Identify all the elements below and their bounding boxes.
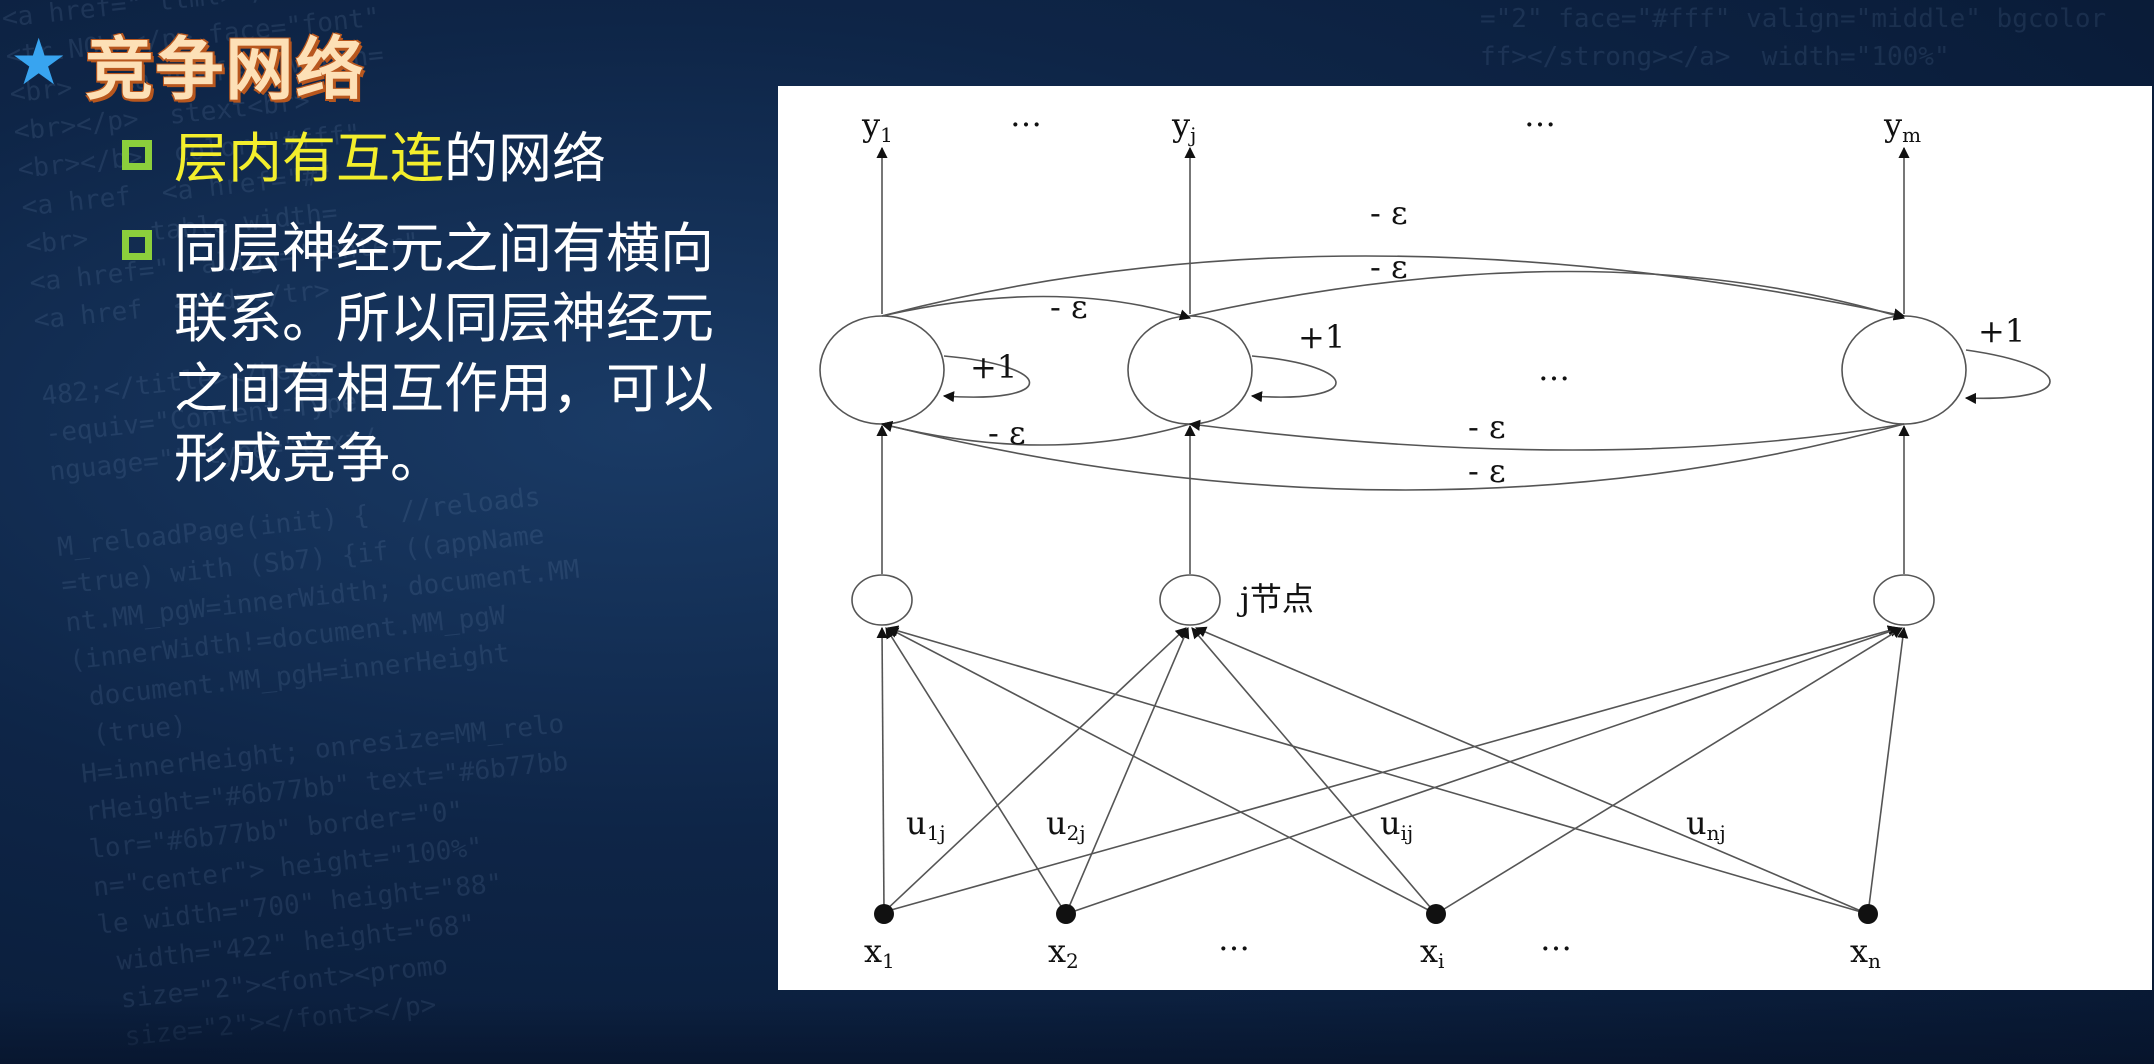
bullet-item-2: 同层神经元之间有横向联系。所以同层神经元之间有相互作用，可以形成竞争。 [122, 214, 762, 494]
competition-neuron-j [1127, 315, 1253, 425]
competitive-network-diagram: y1 yj ym … … +1 +1 +1 - ε - ε - ε - ε - … [778, 86, 2152, 990]
input-label-1: x1 [864, 932, 895, 973]
bullet-highlight: 层内有互连 [174, 127, 444, 190]
lateral-label-2: - ε [1370, 248, 1408, 286]
lateral-label-1: - ε [1050, 288, 1088, 326]
lateral-label-4: - ε [988, 414, 1026, 452]
competition-neuron-1 [819, 315, 945, 425]
input-sum-node-1 [851, 574, 913, 626]
lateral-j-to-m [1189, 270, 1906, 321]
input-label-i: xi [1420, 932, 1444, 973]
lateral-m-to-1 [880, 420, 1905, 491]
self-loop-label-1: +1 [970, 348, 1017, 386]
star-icon: ★ [10, 26, 68, 100]
bullet-rest: 的网络 [444, 127, 606, 190]
input-sum-node-j [1159, 574, 1221, 626]
lateral-1-to-j [881, 295, 1192, 321]
bullet-box-icon [122, 230, 152, 260]
output-label-j: yj [1171, 106, 1196, 147]
lateral-1-to-m [881, 255, 1906, 320]
lateral-m-to-j [1188, 419, 1905, 451]
input-ellipsis-2: … [1540, 920, 1572, 958]
self-loop-1 [942, 355, 1031, 403]
slide-title: 竞争网络 [85, 30, 366, 110]
slide-title-row: ★ 竞争网络 [10, 18, 365, 110]
output-ellipsis-1: … [1010, 96, 1042, 134]
input-label-2: x2 [1048, 932, 1079, 973]
weight-label-nj: unj [1686, 804, 1726, 845]
bullet-box-icon [122, 140, 152, 170]
neuron-row-ellipsis: … [1538, 350, 1570, 388]
self-loop-j [1250, 355, 1337, 403]
output-label-m: ym [1883, 106, 1921, 147]
input-sum-node-m [1873, 574, 1935, 626]
lateral-label-6: - ε [1468, 452, 1506, 490]
self-loop-m [1964, 349, 2051, 404]
bullet-list: 层内有互连的网络 同层神经元之间有横向联系。所以同层神经元之间有相互作用，可以形… [122, 124, 762, 514]
input-node-1 [874, 904, 894, 924]
input-node-2 [1056, 904, 1076, 924]
background-code-texture-top: ="2" face="#fff" valign="middle" bgcolor… [1480, 4, 2107, 72]
output-ellipsis-2: … [1524, 96, 1556, 134]
lateral-label-3: - ε [1370, 194, 1408, 232]
weight-label-2j: u2j [1046, 804, 1086, 845]
self-loop-label-j: +1 [1298, 318, 1345, 356]
bottom-decoration [0, 1000, 2154, 1064]
lateral-label-5: - ε [1468, 408, 1506, 446]
input-node-n [1858, 904, 1878, 924]
output-label-1: y1 [861, 106, 893, 147]
self-loop-label-m: +1 [1978, 312, 2025, 350]
input-ellipsis-1: … [1218, 920, 1250, 958]
input-label-n: xn [1850, 932, 1881, 973]
bullet-text-2: 同层神经元之间有横向联系。所以同层神经元之间有相互作用，可以形成竞争。 [174, 217, 714, 490]
bullet-item-1: 层内有互连的网络 [122, 124, 762, 194]
input-node-i [1426, 904, 1446, 924]
competition-neuron-m [1841, 315, 1967, 425]
weight-label-ij: uij [1380, 804, 1413, 845]
j-node-label: j节点 [1236, 580, 1314, 618]
network-svg: y1 yj ym … … +1 +1 +1 - ε - ε - ε - ε - … [819, 96, 2051, 973]
weight-label-1j: u1j [906, 804, 946, 845]
bullet-text-1: 层内有互连的网络 [174, 124, 606, 194]
